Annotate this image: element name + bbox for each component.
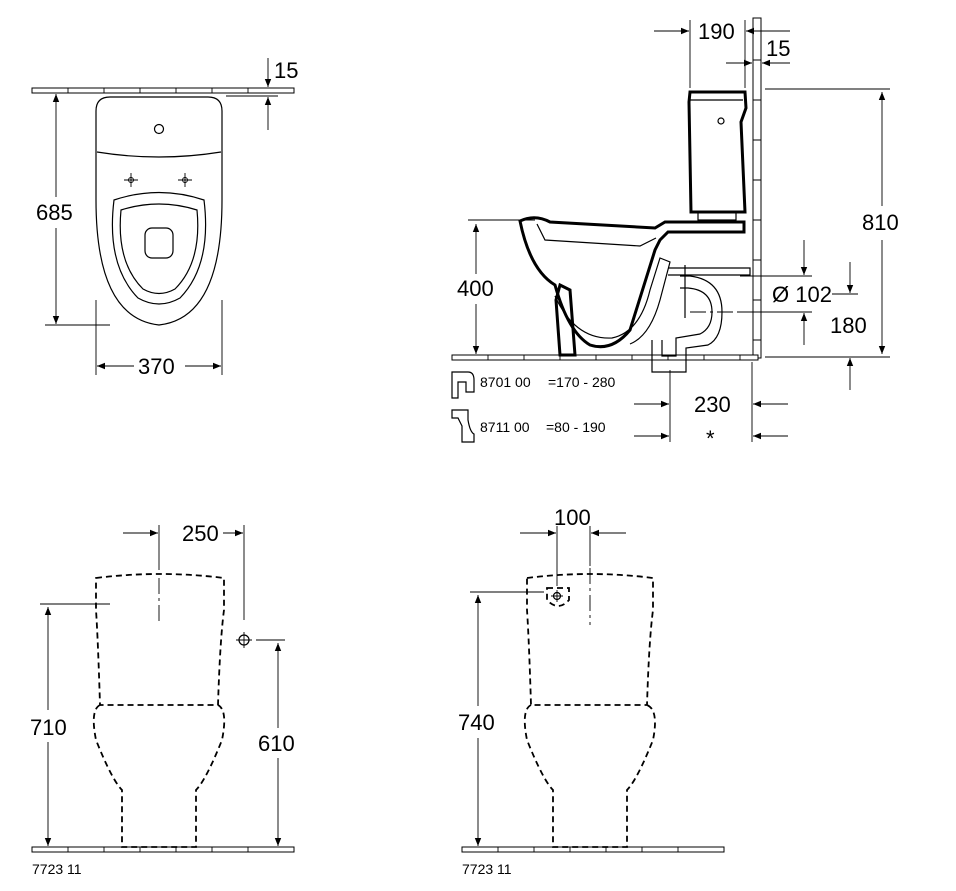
top-view: 685 370 15 xyxy=(31,58,298,379)
dim-height-left: 710 xyxy=(30,715,67,740)
article-number-left: 7723 11 xyxy=(32,861,82,877)
outlet-pipe xyxy=(651,265,760,373)
adapter-1-code: 8701 00 xyxy=(480,374,531,390)
water-connection-icon xyxy=(236,632,252,648)
wall xyxy=(752,17,762,359)
front-view-right: 100 740 7723 11 xyxy=(458,505,725,877)
asterisk-note: * xyxy=(706,426,715,451)
dim-cistern-depth: 190 xyxy=(698,19,735,44)
dim-center-offset-left: 250 xyxy=(182,521,219,546)
toilet-front-outline xyxy=(92,573,226,848)
dim-seat-height: 400 xyxy=(457,276,494,301)
dim-outlet-height: 180 xyxy=(830,313,867,338)
toilet-front-outline xyxy=(523,573,656,848)
water-connection-icon xyxy=(546,587,570,607)
dim-height-right: 740 xyxy=(458,710,495,735)
adapter-2-range: =80 - 190 xyxy=(546,419,606,435)
adapter-pipe-icon xyxy=(451,409,475,443)
dim-depth: 685 xyxy=(36,200,73,225)
dim-outlet-diameter: Ø 102 xyxy=(772,282,832,307)
adapter-1-range: =170 - 280 xyxy=(548,374,616,390)
front-view-left: 250 710 610 7723 11 xyxy=(30,521,295,877)
side-view: 400 190 15 810 Ø 102 180 230 * xyxy=(451,17,899,451)
dim-center-offset-right: 100 xyxy=(554,505,591,530)
dim-wall-gap: 15 xyxy=(766,36,790,61)
dim-connection-height: 610 xyxy=(258,731,295,756)
bowl-side xyxy=(518,216,746,357)
adapter-2-code: 8711 00 xyxy=(480,419,530,435)
adapter-pipe-icon xyxy=(451,371,475,399)
dim-outlet-offset: 230 xyxy=(694,392,731,417)
toilet-top-outline xyxy=(95,96,223,326)
dim-gap: 15 xyxy=(274,58,298,83)
dim-width: 370 xyxy=(138,354,175,379)
dim-total-height: 810 xyxy=(862,210,899,235)
fixing-point-icon xyxy=(124,173,138,187)
article-number-right: 7723 11 xyxy=(462,861,512,877)
cistern-side xyxy=(687,90,748,221)
fixing-point-icon xyxy=(178,173,192,187)
floor xyxy=(451,354,759,361)
wall-strip xyxy=(31,87,295,94)
